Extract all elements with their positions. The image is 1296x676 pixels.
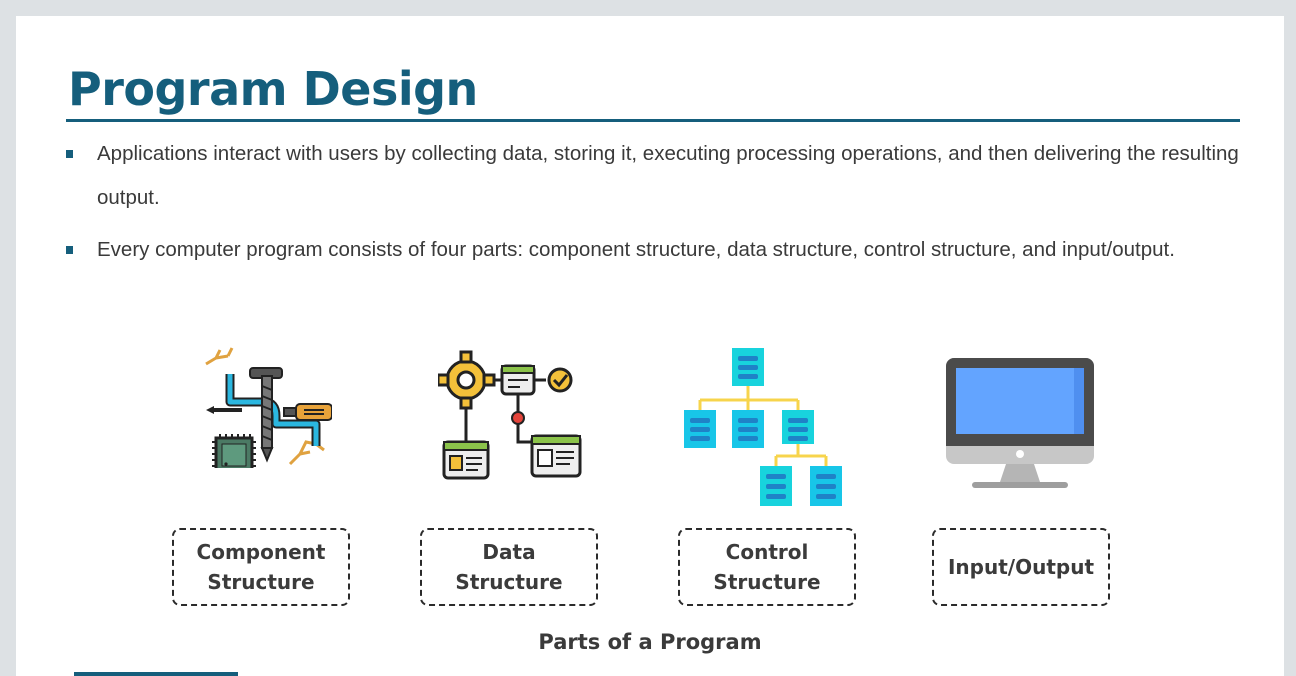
bullet-text: Every computer program consists of four … — [97, 238, 1175, 261]
figure-caption: Parts of a Program — [538, 630, 762, 654]
bullet-item: Applications interact with users by coll… — [66, 132, 1246, 220]
data-structure-label: Data Structure — [420, 528, 598, 606]
input-output-label: Input/Output — [932, 528, 1110, 606]
slide-title: Program Design — [68, 62, 478, 116]
desktop-monitor-icon — [944, 356, 1096, 490]
tools-chip-icon — [192, 346, 333, 474]
control-structure-label: Control Structure — [678, 528, 856, 606]
bullet-list: Applications interact with users by coll… — [66, 132, 1246, 272]
bullet-item: Every computer program consists of four … — [66, 228, 1246, 272]
footer-accent-bar — [74, 672, 238, 676]
bullet-text: Applications interact with users by coll… — [97, 142, 1239, 209]
hierarchy-tree-icon — [682, 346, 844, 510]
title-underline — [66, 119, 1240, 122]
gear-data-flow-icon — [436, 350, 586, 482]
bullet-square-icon — [66, 150, 73, 158]
bullet-square-icon — [66, 246, 73, 254]
slide: Program Design Applications interact wit… — [16, 16, 1284, 676]
component-structure-label: Component Structure — [172, 528, 350, 606]
